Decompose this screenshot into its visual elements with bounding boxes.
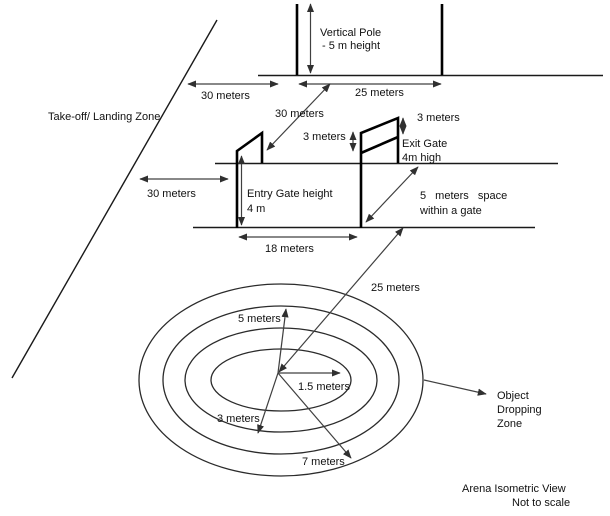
footer-title: Arena Isometric View — [462, 483, 566, 495]
dropping-ring-4 — [138, 283, 424, 477]
arrow-radius-third — [277, 308, 289, 374]
entry-gate-label-line1: Entry Gate height — [247, 188, 333, 200]
exit-gate-label-line1: Exit Gate — [402, 138, 447, 150]
takeoff-zone-label: Take-off/ Landing Zone — [48, 111, 160, 123]
pole-spacing-label: 25 meters — [355, 87, 404, 99]
exit-gate — [359, 116, 400, 228]
dropping-zone-label-line3: Zone — [497, 418, 522, 430]
exit-gate-label-line2: 4m high — [402, 152, 441, 164]
arrow-radius-second — [257, 372, 279, 434]
footer-note: Not to scale — [512, 497, 570, 509]
arrow-dropping-zone-callout — [423, 379, 487, 396]
takeoff-zone-line — [11, 19, 218, 379]
vertical-pole-label-line2: - 5 m height — [322, 40, 380, 52]
pole-to-gate-label: 30 meters — [275, 108, 324, 120]
dropping-zone-label-line2: Dropping — [497, 404, 542, 416]
dropping-zone-label-line1: Object — [497, 390, 529, 402]
vertical-pole-label-line1: Vertical Pole — [320, 27, 381, 39]
exit-depth-right-label: 3 meters — [417, 112, 460, 124]
gate-to-center-label: 25 meters — [371, 282, 420, 294]
radius-third-label: 5 meters — [238, 313, 281, 325]
gate-space-label-line2: within a gate — [419, 205, 482, 217]
arrow-gate-to-center — [278, 227, 404, 373]
radius-outer-label: 7 meters — [302, 456, 345, 468]
arrow-radius-outer — [277, 372, 352, 459]
entry-gate — [235, 130, 264, 228]
arrow-gate-space — [365, 166, 419, 223]
exit-depth-left-label: 3 meters — [303, 131, 346, 143]
entry-gate-label-line2: 4 m — [247, 203, 265, 215]
radius-second-label: 3 meters — [217, 413, 260, 425]
radius-inner-label: 1.5 meters — [298, 381, 350, 393]
exit-gate-lower-bar — [360, 135, 399, 155]
arrow-pole-to-gate — [266, 83, 331, 151]
dropping-ring-1 — [210, 348, 352, 412]
entry-left-offset-label: 30 meters — [147, 188, 196, 200]
dropping-ring-2 — [184, 327, 378, 433]
pole-left-offset-label: 30 meters — [201, 90, 250, 102]
gate-space-label-line1: 5 meters space — [420, 190, 507, 202]
gate-width-label: 18 meters — [265, 243, 314, 255]
